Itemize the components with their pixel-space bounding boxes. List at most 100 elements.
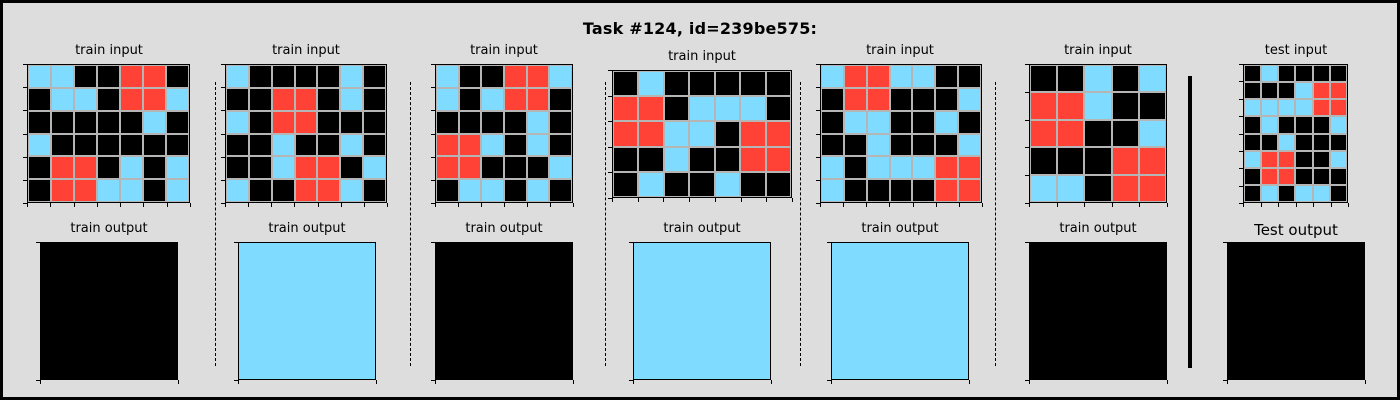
grid-cell [363,133,386,157]
grid-cell [1138,147,1166,175]
train-input-grid-ytick [431,179,435,181]
grid-cell [458,87,482,111]
train-output-label: train output [465,221,543,236]
grid-cell [1261,99,1279,117]
grid-cell [821,156,844,180]
train-input-grid [225,64,387,203]
grid-cell [97,133,120,157]
grid-cell [1111,174,1139,202]
grid-cell [1244,133,1262,151]
grid-cell [74,133,97,157]
grid-cell [740,96,766,122]
train-input-grid-xtick [612,198,613,202]
grid-cell [317,179,341,202]
train-input-grid-ytick [23,87,27,89]
grid-cell [1111,92,1139,120]
grid-cell [866,65,890,88]
figure-title: Task #124, id=239be575: [582,19,818,38]
grid-cell [97,110,120,134]
grid-cell [1329,116,1347,134]
grid-cell [28,110,51,134]
grid-cell [689,121,715,147]
train-output-label: train output [268,221,346,236]
train-input-grid-xtick [27,203,28,207]
grid-cell [503,179,527,202]
train-input-grid-xtick [1056,203,1058,207]
grid-cell [613,146,639,172]
grid-cell [317,156,341,180]
train-input-grid-xtick [340,203,342,207]
train-input-grid-ytick [816,110,820,112]
grid-cell [436,156,459,180]
grid-cell [889,179,913,202]
grid-cell [436,65,459,88]
train-output-grid-ytick [629,380,633,381]
grid-cell [1057,147,1085,175]
test-input-label: test input [1264,43,1328,58]
grid-cell [74,179,97,202]
train-input-grid-ytick [221,110,225,112]
grid-cell [166,133,189,157]
grid-cell [481,156,504,180]
train-input-grid-xtick [1139,203,1141,207]
train-input-grid-ytick [23,133,27,135]
grid-cell [271,133,295,157]
train-input-grid-xtick [50,203,52,207]
grid-cell [958,110,981,134]
train-input-grid-ytick [221,203,225,204]
train-input-grid-xtick [792,198,793,202]
test-input-grid-ytick [1239,98,1243,100]
grid-cell [226,133,249,157]
train-input-grid [435,64,573,203]
grid-cell [481,87,504,111]
grid-cell [549,133,572,157]
test-input-grid-ytick [1239,133,1243,135]
grid-cell [843,179,867,202]
grid-cell [1030,243,1166,379]
grid-cell [1312,82,1330,100]
train-output-grid [1029,242,1167,380]
grid-cell [1244,99,1262,117]
train-output-grid-xtick [40,380,41,384]
grid-cell [317,110,341,134]
train-input-grid [820,64,982,203]
train-input-grid-ytick [608,198,612,199]
grid-cell [549,65,572,88]
train-input-grid-xtick [363,203,365,207]
grid-cell [740,71,766,97]
test-output-grid-xtick [1365,380,1366,384]
train-input-grid-xtick [663,198,665,202]
train-input-grid-ytick [1025,175,1029,177]
grid-cell [248,179,272,202]
train-output-grid-ytick [431,242,435,243]
grid-cell [912,65,936,88]
train-input-grid-xtick [889,203,891,207]
grid-cell [294,87,318,111]
test-input-grid-xtick [1348,203,1349,207]
test-input-grid-xtick [1313,203,1314,207]
grid-cell [821,133,844,157]
train-input-grid-xtick [714,198,716,202]
grid-cell [51,179,74,202]
panel-separator-dashed [605,82,606,366]
grid-cell [1278,99,1296,117]
grid-cell [1329,150,1347,168]
train-input-grid-xtick [458,203,459,207]
grid-cell [958,65,981,88]
grid-cell [1261,150,1279,168]
grid-cell [28,133,51,157]
train-input-grid-ytick [221,133,225,135]
grid-cell [294,133,318,157]
grid-cell [613,171,639,197]
train-output-grid-xtick [633,380,634,384]
grid-cell [503,87,527,111]
grid-cell [1312,150,1330,168]
test-input-grid-xtick [1295,203,1297,207]
grid-cell [843,133,867,157]
grid-cell [340,110,364,134]
train-input-grid-xtick [166,203,168,207]
grid-cell [271,156,295,180]
grid-cell [714,71,741,97]
grid-cell [166,156,189,180]
grid-cell [74,87,97,111]
